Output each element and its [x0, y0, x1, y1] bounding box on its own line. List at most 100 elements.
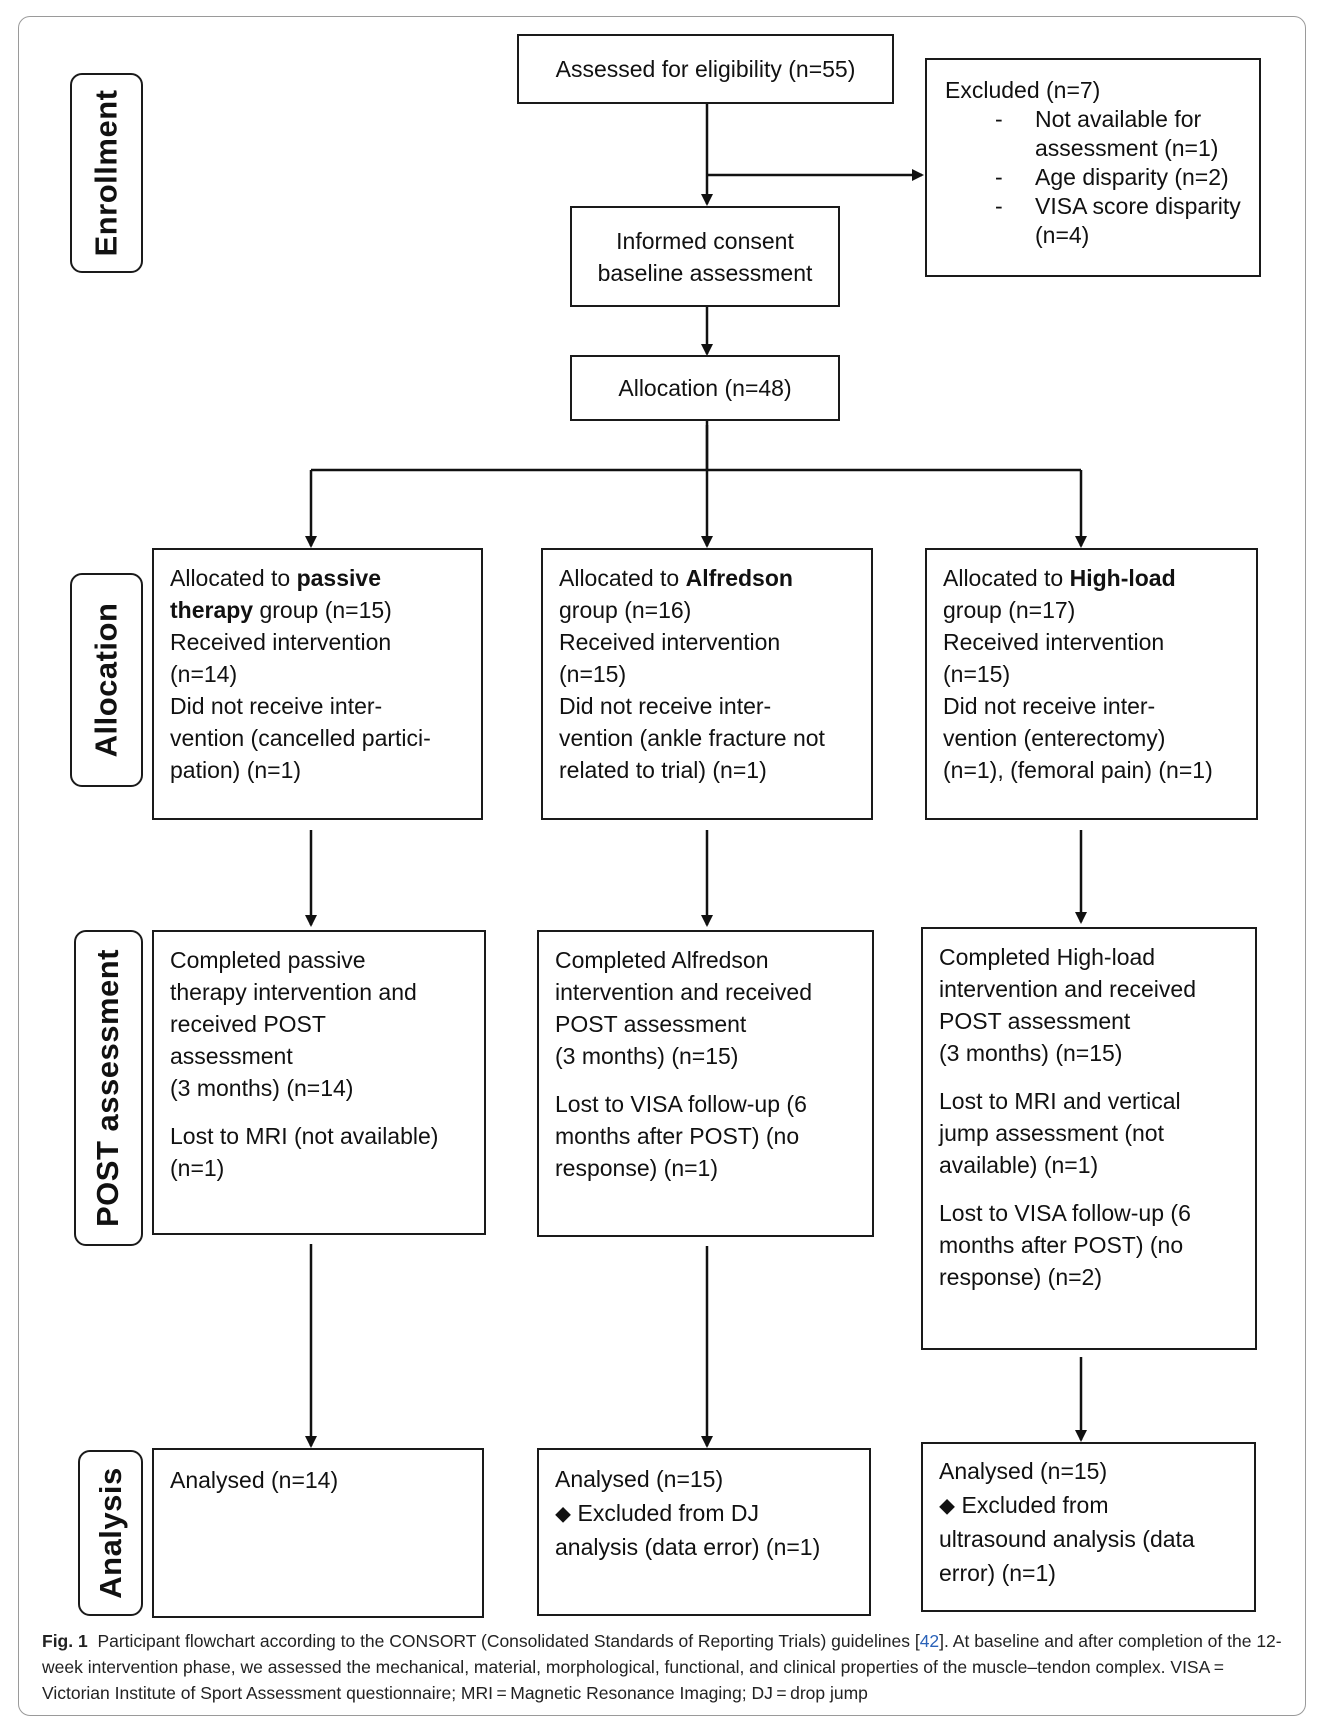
analysis-excluded-line: error) (n=1): [939, 1560, 1056, 1586]
stage-enrollment: Enrollment: [70, 73, 143, 273]
alloc-group-name-2: therapy: [170, 597, 254, 623]
post-line: (3 months) (n=15): [555, 1043, 739, 1069]
post-lost-line: response) (n=2): [939, 1264, 1102, 1290]
post-lost-note: Lost to VISA follow-up (6 months after P…: [555, 1088, 856, 1184]
assessed-box: Assessed for eligibility (n=55): [517, 34, 894, 104]
not-received-line: Did not receive inter-: [170, 693, 383, 719]
post-lost-line: Lost to VISA follow-up (6: [939, 1200, 1191, 1226]
not-received-line: vention (ankle fracture not: [559, 725, 825, 751]
not-received-line: (n=1), (femoral pain) (n=1): [943, 757, 1213, 783]
post-lost-line: (n=1): [170, 1155, 225, 1181]
post-line: Completed High-load: [939, 944, 1156, 970]
alloc-line: Allocated to passive: [170, 565, 381, 591]
assessed-text: Assessed for eligibility (n=55): [555, 56, 856, 82]
post-lost-note: Lost to MRI (not available) (n=1): [170, 1120, 468, 1184]
allocation-text: Allocation (n=48): [618, 375, 792, 401]
alloc-line: Allocated to Alfredson: [559, 565, 793, 591]
consent-line: Informed consent: [616, 227, 794, 254]
analysis-title: Analysed (n=14): [170, 1467, 339, 1493]
group-alfredson-analysis-box: Analysed (n=15) ⬥ Excluded from DJ analy…: [537, 1448, 871, 1616]
group-highload-analysis-box: Analysed (n=15) ⬥ Excluded from ultrasou…: [921, 1442, 1256, 1612]
post-lost-line: Lost to VISA follow-up (6: [555, 1091, 807, 1117]
group-passive-post-box: Completed passive therapy intervention a…: [152, 930, 486, 1235]
received-count: (n=15): [559, 661, 627, 687]
alloc-line: group (n=16): [559, 597, 692, 623]
post-lost-line: available) (n=1): [939, 1152, 1099, 1178]
post-line: intervention and received: [555, 979, 812, 1005]
group-passive-allocation-box: Allocated to passive therapy group (n=15…: [152, 548, 483, 820]
stage-allocation: Allocation: [70, 573, 143, 787]
analysis-excluded-line: ⬥ Excluded from DJ: [555, 1500, 759, 1526]
analysis-title: Analysed (n=15): [939, 1458, 1108, 1484]
not-received-line: related to trial) (n=1): [559, 757, 767, 783]
post-line: therapy intervention and: [170, 979, 417, 1005]
stage-enrollment-label: Enrollment: [88, 89, 124, 257]
excluded-item-line: Not available for: [1035, 106, 1202, 132]
received-line: Received intervention: [170, 629, 392, 655]
consent-line: baseline assessment: [597, 259, 813, 286]
post-line: (3 months) (n=14): [170, 1075, 354, 1101]
post-line: assessment: [170, 1043, 293, 1069]
excluded-title: Excluded (n=7): [945, 77, 1101, 103]
caption-reference-link[interactable]: 42: [919, 1631, 940, 1651]
excluded-item-line: assessment (n=1): [1035, 135, 1219, 161]
excluded-item-line: Age disparity (n=2): [1035, 164, 1229, 190]
alloc-line: Allocated to High-load: [943, 565, 1176, 591]
received-line: Received intervention: [559, 629, 781, 655]
group-highload-allocation-box: Allocated to High-load group (n=17) Rece…: [925, 548, 1258, 820]
post-line: intervention and received: [939, 976, 1196, 1002]
not-received-line: vention (cancelled partici-: [170, 725, 431, 751]
post-line: POST assessment: [555, 1011, 747, 1037]
alloc-group-name: Alfredson: [685, 565, 793, 591]
post-line: Completed Alfredson: [555, 947, 769, 973]
analysis-excluded-line: ⬥ Excluded from: [939, 1492, 1109, 1518]
allocation-box: Allocation (n=48): [570, 355, 840, 421]
caption-text: Participant flowchart according to the C…: [97, 1631, 920, 1651]
figure-caption: Fig. 1 Participant flowchart according t…: [42, 1628, 1292, 1706]
post-lost-line: months after POST) (no: [939, 1232, 1184, 1258]
stage-allocation-label: Allocation: [88, 602, 124, 758]
post-lost-note: Lost to VISA follow-up (6 months after P…: [939, 1197, 1239, 1293]
received-count: (n=15): [943, 661, 1011, 687]
excluded-item-line: (n=4): [1035, 222, 1090, 248]
analysis-title: Analysed (n=15): [555, 1466, 724, 1492]
post-lost-line: Lost to MRI (not available): [170, 1123, 439, 1149]
analysis-excluded-line: ultrasound analysis (data: [939, 1526, 1195, 1552]
group-alfredson-post-box: Completed Alfredson intervention and rec…: [537, 930, 874, 1237]
post-line: POST assessment: [939, 1008, 1131, 1034]
stage-analysis: Analysis: [78, 1450, 143, 1616]
stage-analysis-label: Analysis: [92, 1467, 128, 1599]
group-highload-post-box: Completed High-load intervention and rec…: [921, 927, 1257, 1350]
received-line: Received intervention: [943, 629, 1165, 655]
alloc-line: group (n=17): [943, 597, 1076, 623]
alloc-line: therapy group (n=15): [170, 597, 392, 623]
not-received-line: vention (enterectomy): [943, 725, 1166, 751]
not-received-line: pation) (n=1): [170, 757, 302, 783]
analysis-excluded-line: analysis (data error) (n=1): [555, 1534, 821, 1560]
caption-text-continued: ]. At baseline and after completion of t…: [42, 1631, 1282, 1703]
not-received-line: Did not receive inter-: [943, 693, 1156, 719]
received-count: (n=14): [170, 661, 238, 687]
excluded-item: -Age disparity (n=2): [945, 163, 1241, 192]
post-line: Completed passive: [170, 947, 366, 973]
post-lost-note: Lost to MRI and vertical jump assessment…: [939, 1085, 1239, 1181]
alloc-group-name: passive: [296, 565, 381, 591]
post-lost-line: jump assessment (not: [939, 1120, 1164, 1146]
not-received-line: Did not receive inter-: [559, 693, 772, 719]
consent-box: Informed consent baseline assessment: [570, 206, 840, 307]
stage-post-label: POST assessment: [90, 948, 126, 1228]
group-passive-analysis-box: Analysed (n=14): [152, 1448, 484, 1618]
figure-frame: [18, 16, 1306, 1716]
caption-label: Fig. 1: [42, 1631, 88, 1651]
post-line: received POST: [170, 1011, 326, 1037]
excluded-item-line: VISA score disparity: [1035, 193, 1241, 219]
post-line: (3 months) (n=15): [939, 1040, 1123, 1066]
stage-post-assessment: POST assessment: [74, 930, 143, 1246]
post-lost-line: months after POST) (no: [555, 1123, 800, 1149]
post-lost-line: Lost to MRI and vertical: [939, 1088, 1181, 1114]
post-lost-line: response) (n=1): [555, 1155, 718, 1181]
